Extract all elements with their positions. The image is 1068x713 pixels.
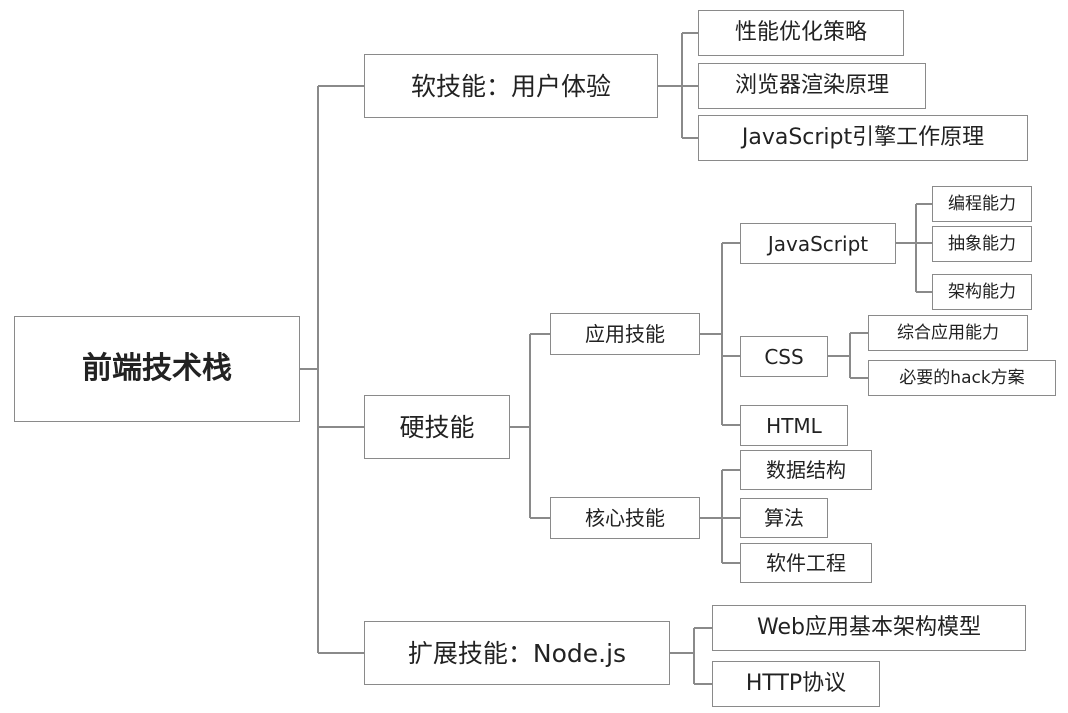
- css-child-node: 必要的hack方案: [868, 360, 1056, 396]
- soft-skill-child-node: JavaScript引擎工作原理: [698, 115, 1028, 161]
- css-child-node: 综合应用能力: [868, 315, 1028, 351]
- applied-skills-node: 应用技能: [550, 313, 700, 355]
- javascript-node: JavaScript: [740, 223, 896, 264]
- extended-skills-node: 扩展技能：Node.js: [364, 621, 670, 685]
- core-skill-child-node: 软件工程: [740, 543, 872, 583]
- soft-skill-child-node: 浏览器渲染原理: [698, 63, 926, 109]
- hard-skills-node: 硬技能: [364, 395, 510, 459]
- core-skill-child-node: 算法: [740, 498, 828, 538]
- soft-skills-node: 软技能：用户体验: [364, 54, 658, 118]
- javascript-child-node: 架构能力: [932, 274, 1032, 310]
- root-node: 前端技术栈: [14, 316, 300, 422]
- extended-skill-child-node: Web应用基本架构模型: [712, 605, 1026, 651]
- css-node: CSS: [740, 336, 828, 377]
- core-skill-child-node: 数据结构: [740, 450, 872, 490]
- soft-skill-child-node: 性能优化策略: [698, 10, 904, 56]
- javascript-child-node: 抽象能力: [932, 226, 1032, 262]
- html-node: HTML: [740, 405, 848, 446]
- core-skills-node: 核心技能: [550, 497, 700, 539]
- javascript-child-node: 编程能力: [932, 186, 1032, 222]
- extended-skill-child-node: HTTP协议: [712, 661, 880, 707]
